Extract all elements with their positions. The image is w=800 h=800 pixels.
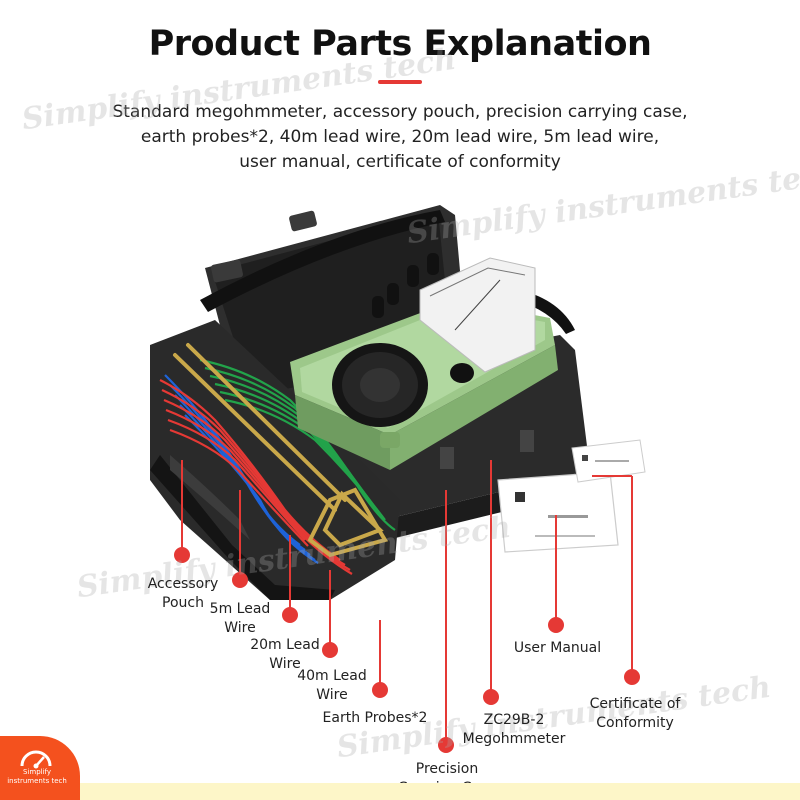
callout-carrying-case-line1: Precision [415,761,479,777]
callout-5m-lead-wire-line1: 5m Lead [209,601,271,617]
description-line-3: user manual, certificate of conformity [239,152,561,172]
earth-probes [173,343,389,558]
callout-40m-lead-wire-line2: Wire [316,687,348,703]
megohmmeter [290,253,558,470]
callout-40m-lead-wire-line1: 40m Lead [297,668,367,684]
callout-lines [181,460,633,745]
brand-badge [0,736,80,800]
description-line-2: earth probes*2, 40m lead wire, 20m lead … [140,127,660,147]
brand-badge-line2: instruments tech [7,777,67,785]
callout-accessory-pouch-line1: Accessory [147,576,219,592]
certificate [571,439,646,483]
callout-certificate-line2: Conformity [596,715,674,731]
callout-earth-probes: Earth Probes*2 [315,709,435,728]
callout-certificate: Certificate of Conformity [580,695,690,733]
callout-earth-probes-line1: Earth Probes*2 [322,710,428,726]
callout-accessory-pouch-line2: Pouch [162,595,204,611]
callout-20m-lead-wire-line2: Wire [269,656,301,672]
bottom-strip [0,783,800,800]
callout-certificate-line1: Certificate of [589,696,681,712]
callout-accessory-pouch: Accessory Pouch [138,575,228,613]
callout-megohmmeter-line2: Megohmmeter [462,731,566,747]
parts-description: Standard megohmmeter, accessory pouch, p… [60,100,740,175]
title-underline [378,80,422,84]
brand-badge-line1: Simplify [22,768,52,776]
callout-megohmmeter-line1: ZC29B-2 [483,712,545,728]
user-manual [497,471,619,553]
callout-user-manual-line1: User Manual [513,640,602,656]
callout-5m-lead-wire-line2: Wire [224,620,256,636]
callout-user-manual: User Manual [505,639,610,658]
description-line-1: Standard megohmmeter, accessory pouch, p… [112,102,688,122]
brand-badge-text: Simplify instruments tech [2,768,72,786]
page-title: Product Parts Explanation [148,24,652,64]
gauge-logo-icon [20,750,52,769]
callout-20m-lead-wire: 20m Lead Wire [245,636,325,674]
callout-40m-lead-wire: 40m Lead Wire [292,667,372,705]
callout-20m-lead-wire-line1: 20m Lead [250,637,320,653]
callout-dots [174,547,640,753]
callout-5m-lead-wire: 5m Lead Wire [200,600,280,638]
callout-megohmmeter: ZC29B-2 Megohmmeter [455,711,573,749]
